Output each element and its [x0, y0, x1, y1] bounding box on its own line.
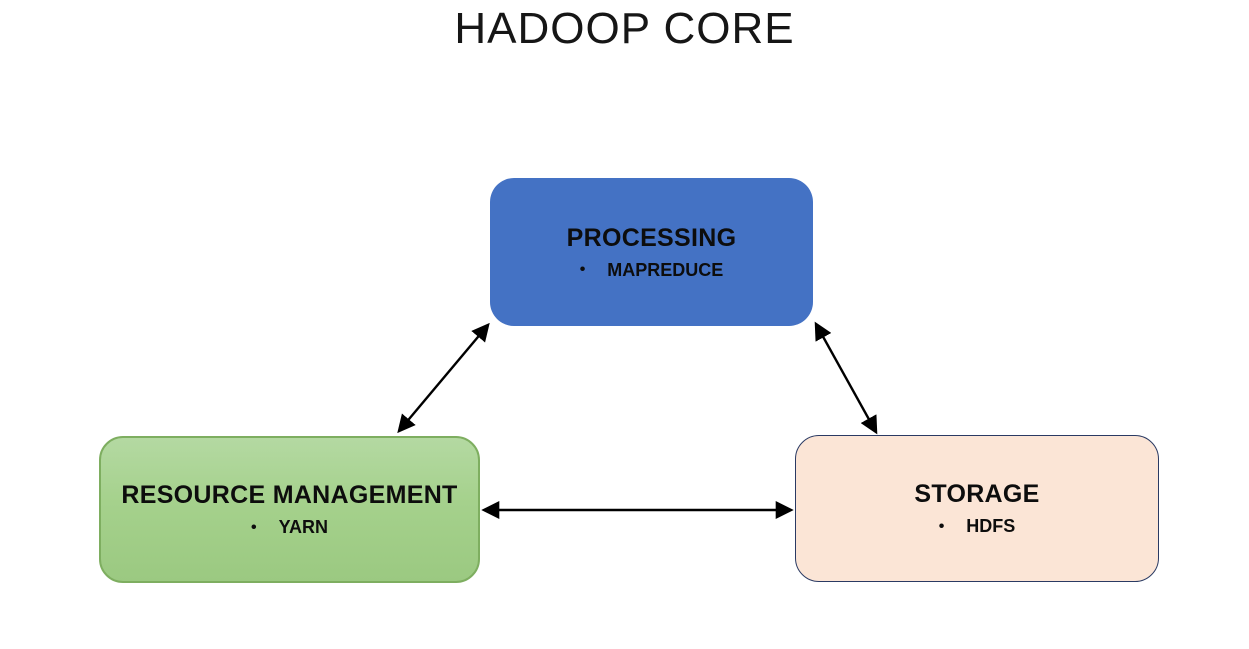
arrow-processing-storage	[814, 321, 878, 435]
node-storage-title: STORAGE	[914, 480, 1040, 508]
node-processing-bullet-label: MAPREDUCE	[607, 259, 724, 280]
node-processing-title: PROCESSING	[566, 223, 737, 252]
node-processing-bullet: • MAPREDUCE	[580, 260, 724, 281]
node-storage-bullet: • HDFS	[939, 516, 1016, 537]
diagram-title: HADOOP CORE	[454, 4, 795, 53]
bullet-icon: •	[579, 261, 586, 278]
bullet-icon: •	[251, 518, 257, 536]
arrow-processing-resource	[397, 322, 490, 434]
bullet-icon: •	[938, 517, 945, 535]
node-storage: STORAGE • HDFS	[795, 435, 1159, 582]
node-processing: PROCESSING • MAPREDUCE	[490, 178, 813, 326]
node-resource-management-bullet-label: YARN	[278, 517, 328, 537]
node-resource-management-title: RESOURCE MANAGEMENT	[121, 481, 458, 509]
node-storage-bullet-label: HDFS	[966, 516, 1016, 536]
node-resource-management: RESOURCE MANAGEMENT • YARN	[99, 436, 480, 583]
node-resource-management-bullet: • YARN	[251, 517, 328, 538]
